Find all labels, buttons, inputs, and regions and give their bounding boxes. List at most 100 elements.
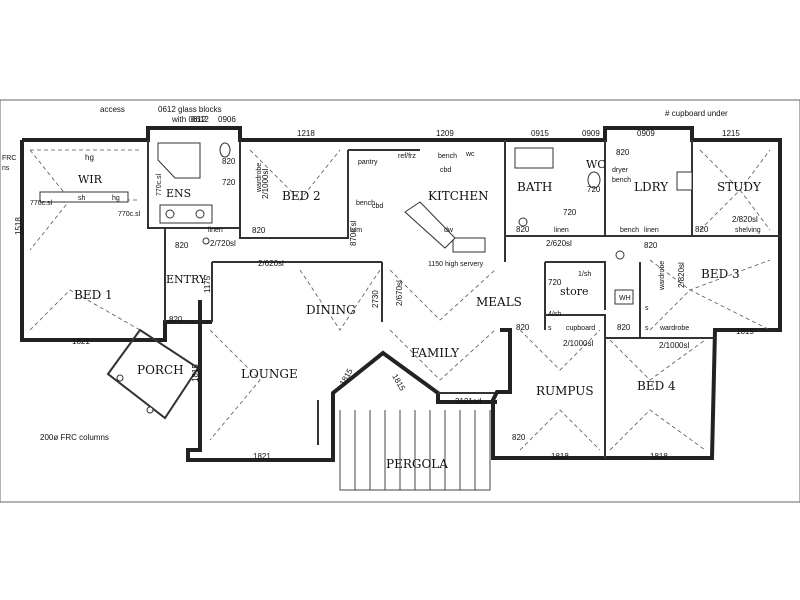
dim-720b: 720	[563, 208, 577, 217]
outer-wall	[22, 126, 782, 460]
dim-2-1000c: 2/1000sl	[659, 341, 689, 350]
dim-1818a: 1818	[551, 452, 569, 461]
note-4sh: 4/sh	[548, 311, 561, 318]
dim-0909b: 0909	[637, 129, 655, 138]
note-high-servery: 1150 high servery	[428, 261, 484, 268]
note-pantry: pantry	[358, 159, 378, 166]
room-label-study: STUDY	[717, 180, 762, 194]
dim-720a: 720	[222, 178, 236, 187]
dim-1815c: 1815	[390, 373, 407, 393]
dim-0906: 0906	[218, 115, 236, 124]
note-linen-ldry: linen	[644, 227, 659, 234]
note-glass-blocks: 0612 glass blocks	[158, 105, 222, 114]
dim-870: 870c.sl	[349, 220, 358, 246]
note-frc-columns: 200ø FRC columns	[40, 433, 109, 442]
room-label-ldry: LDRY	[634, 180, 669, 194]
vanity-icon	[159, 204, 213, 224]
note-s3: s	[645, 305, 649, 312]
robe-shelf-icon	[39, 191, 129, 203]
toilet-icon	[219, 142, 231, 158]
room-label-pergola: PERGOLA	[386, 457, 448, 471]
room-label-dining: DINING	[306, 303, 356, 317]
note-wardrobe-bed4: wardrobe	[659, 325, 689, 332]
dim-820c: 820	[175, 241, 189, 250]
room-label-bed1: BED 1	[74, 288, 113, 302]
room-label-lounge: LOUNGE	[241, 367, 298, 381]
note-dw: dw	[444, 227, 454, 234]
note-ns: ns	[2, 165, 10, 172]
outer-wall-south	[186, 300, 497, 462]
note-hg2: hg	[112, 195, 120, 202]
room-label-family: FAMILY	[411, 346, 460, 360]
dim-2-1000b: 2/1000sl	[563, 339, 593, 348]
dim-820k: 820	[512, 433, 526, 442]
room-label-rumpus: RUMPUS	[536, 384, 594, 398]
dim-820a: 820	[222, 157, 236, 166]
note-bench-side: bench	[356, 200, 375, 207]
dim-820g: 820	[644, 241, 658, 250]
room-label-bed3: BED 3	[701, 267, 740, 281]
dim-2-670: 2/670sl	[395, 280, 404, 306]
living-diagonal-wall	[317, 392, 495, 445]
dim-820f: 820	[695, 225, 709, 234]
note-bench-k: bench	[438, 153, 457, 160]
dim-2-820a: 2/820sl	[732, 215, 758, 224]
dim-0612: 0612	[191, 115, 209, 124]
note-with-0612: with 0612	[171, 115, 207, 124]
note-dryer: dryer	[612, 167, 629, 174]
kitchen-island-icon	[404, 201, 456, 249]
note-770-c: 770c.sl	[156, 173, 163, 196]
outer-wall-west	[20, 140, 212, 342]
dim-1815a: 1815	[736, 327, 754, 336]
note-sh: sh	[78, 195, 86, 202]
room-label-meals: MEALS	[476, 295, 522, 309]
dim-820h: 820	[169, 315, 183, 324]
note-frc: FRC	[2, 155, 16, 162]
note-770-b: 770c.sl	[118, 211, 141, 218]
laundry-tub-icon	[676, 171, 693, 191]
roof-lines	[29, 149, 771, 451]
room-label-wir: WIR	[78, 173, 103, 186]
frc-column-icon	[146, 406, 154, 414]
note-cbd-side: cbd	[372, 203, 383, 210]
hwu-icon	[202, 237, 210, 245]
light-fixture-icon	[615, 250, 625, 260]
dim-2-1000a: 2/1000sl	[261, 169, 270, 199]
dim-1818b: 1818	[650, 452, 668, 461]
note-wc-k: wc	[465, 151, 475, 158]
cooktop-icon	[452, 237, 486, 253]
note-hg1: hg	[85, 153, 94, 162]
dim-2121: 2121sd	[455, 397, 481, 406]
room-label-bed2: BED 2	[282, 189, 321, 203]
note-cupboard: cupboard	[566, 325, 595, 332]
note-wardrobe-bed3: wardrobe	[659, 261, 666, 291]
room-label-entry: ENTRY	[166, 273, 207, 286]
room-label-ens: ENS	[166, 187, 191, 200]
dim-2-620a: 2/620sl	[546, 239, 572, 248]
note-wardrobe-bed2: wardrobe	[256, 163, 263, 193]
dim-1175: 1175	[203, 275, 212, 293]
note-bench-ldry: bench	[612, 177, 631, 184]
water-heater-icon	[614, 289, 634, 305]
dim-1821b: 1821	[253, 452, 271, 461]
room-label-store: store	[560, 285, 588, 298]
dim-1821a: 1821	[72, 337, 90, 346]
dim-820j: 820	[617, 323, 631, 332]
dim-2730: 2730	[371, 290, 380, 308]
frc-column-icon	[116, 374, 124, 382]
dim-2-820b: 2/820sl	[677, 262, 686, 288]
fixtures	[39, 142, 693, 305]
note-cbd-k: cbd	[440, 167, 451, 174]
note-bench-ldry2: bench	[620, 227, 639, 234]
note-s2: s	[645, 325, 649, 332]
bath-basin-icon	[518, 217, 528, 227]
note-access: access	[100, 105, 125, 114]
pergola	[339, 410, 491, 491]
dim-0909a: 0909	[582, 129, 600, 138]
page-frame	[0, 99, 800, 503]
bath-tub-icon	[514, 147, 554, 169]
note-shelving: shelving	[735, 227, 761, 234]
wc-toilet-icon	[587, 171, 601, 189]
dim-1815d: 1815	[191, 364, 200, 382]
